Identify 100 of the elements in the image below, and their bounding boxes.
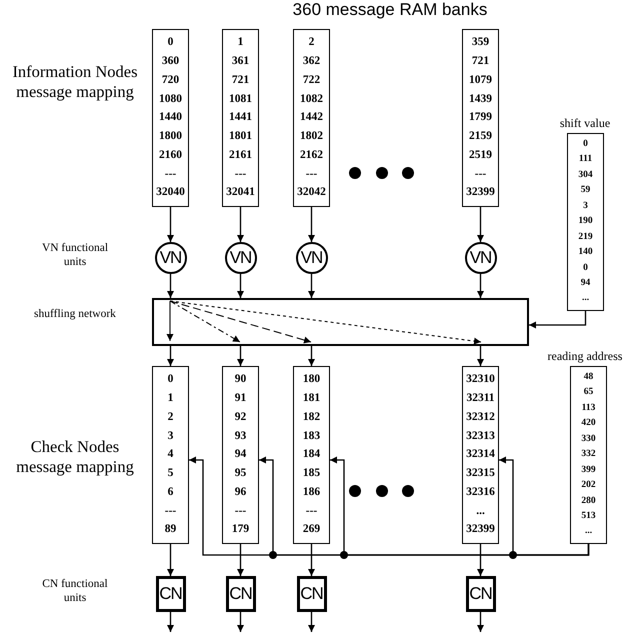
index-value: --- [474, 168, 486, 180]
arrow [477, 207, 484, 242]
arrow [237, 544, 244, 576]
index-value: 94 [580, 279, 590, 289]
index-value: 332 [581, 450, 596, 460]
row-label: Information Nodes message mapping [11, 62, 139, 102]
index-value: 32314 [466, 449, 495, 461]
index-value: 90 [234, 374, 246, 386]
index-value: 2 [308, 37, 314, 49]
index-value: 65 [584, 388, 594, 398]
row-label: Check Nodes message mapping [15, 437, 135, 477]
column-caption: reading address [546, 349, 624, 364]
arrow [477, 346, 484, 366]
memory-bank-column [462, 366, 499, 544]
index-value: 32042 [297, 187, 326, 199]
arrow [308, 346, 315, 366]
index-value: 111 [578, 155, 592, 165]
index-value: 1081 [229, 94, 252, 105]
memory-bank-column [567, 133, 604, 311]
index-value: 32312 [466, 412, 495, 424]
index-value: 4 [168, 449, 174, 461]
index-value: 91 [234, 393, 246, 404]
arrow [167, 274, 174, 298]
memory-bank-column [152, 366, 189, 544]
index-value: 92 [234, 412, 246, 424]
index-value: 2162 [300, 150, 323, 162]
index-value: 184 [302, 449, 320, 461]
index-value: 32315 [466, 468, 495, 480]
memory-bank-column [462, 29, 499, 207]
index-value: --- [234, 168, 246, 180]
arrow [167, 544, 174, 576]
index-value: --- [164, 168, 176, 180]
cn-unit-box: CN [466, 576, 496, 612]
arrow [308, 207, 315, 242]
arrow [477, 612, 484, 632]
index-value: --- [306, 168, 318, 180]
index-value: 399 [581, 466, 596, 476]
index-value: 1080 [159, 94, 182, 105]
index-value: 1082 [300, 94, 323, 105]
index-value: 202 [581, 481, 596, 491]
index-value: --- [234, 506, 246, 517]
index-value: 59 [580, 186, 590, 196]
index-value: 513 [581, 512, 596, 522]
column-caption: shift value [558, 116, 612, 131]
arrow [529, 311, 586, 328]
index-value: 48 [584, 372, 594, 382]
index-value: 183 [302, 430, 320, 442]
cn-unit-box: CN [226, 576, 256, 612]
index-value: 185 [302, 468, 320, 480]
index-value: 0 [583, 140, 588, 150]
index-value: 190 [578, 217, 593, 227]
index-value: 32310 [466, 374, 495, 386]
cn-unit-box: CN [156, 576, 186, 612]
index-value: 6 [168, 486, 174, 498]
index-value: 180 [302, 374, 320, 386]
row-label: VN functional units [40, 242, 110, 270]
vn-unit-circle: VN [224, 242, 256, 274]
index-value: 330 [581, 434, 596, 444]
memory-bank-column [222, 366, 259, 544]
index-value: 359 [472, 37, 490, 49]
index-value: 1441 [229, 112, 252, 124]
vn-unit-circle: VN [154, 242, 186, 274]
memory-bank-column [152, 29, 189, 207]
index-value: 1442 [300, 112, 323, 124]
index-value: 420 [581, 419, 596, 429]
arrow [308, 612, 315, 632]
arrow [167, 346, 174, 366]
index-value: 3 [583, 202, 588, 212]
arrow [167, 612, 174, 632]
index-value: 721 [232, 74, 250, 86]
index-value: 32041 [226, 187, 255, 199]
index-value: 32316 [466, 486, 495, 498]
index-value: 2159 [469, 131, 492, 142]
index-value: 362 [302, 56, 320, 68]
memory-bank-column [222, 29, 259, 207]
index-value: 32311 [466, 393, 495, 404]
index-value: 1440 [159, 112, 182, 124]
index-value: 721 [472, 56, 490, 68]
index-value: 89 [164, 524, 176, 536]
index-value: 2 [168, 412, 174, 424]
index-value: 2519 [469, 150, 492, 162]
arrow [237, 346, 244, 366]
index-value: 722 [302, 74, 320, 86]
memory-bank-column [293, 366, 330, 544]
arrow [477, 274, 484, 298]
index-value: 720 [162, 74, 180, 86]
shuffling-network-box [152, 298, 529, 346]
index-value: 32313 [466, 430, 495, 442]
index-value: 219 [578, 232, 593, 242]
index-value: 269 [302, 524, 320, 536]
index-value: 304 [578, 170, 593, 180]
index-value: 1801 [229, 131, 252, 142]
index-value: 361 [232, 56, 250, 68]
index-value: 5 [168, 468, 174, 480]
index-value: 186 [302, 486, 320, 498]
index-value: 0 [583, 264, 588, 274]
arrow [237, 612, 244, 632]
index-value: 0 [168, 374, 174, 386]
arrow [308, 274, 315, 298]
index-value: ... [584, 527, 592, 537]
